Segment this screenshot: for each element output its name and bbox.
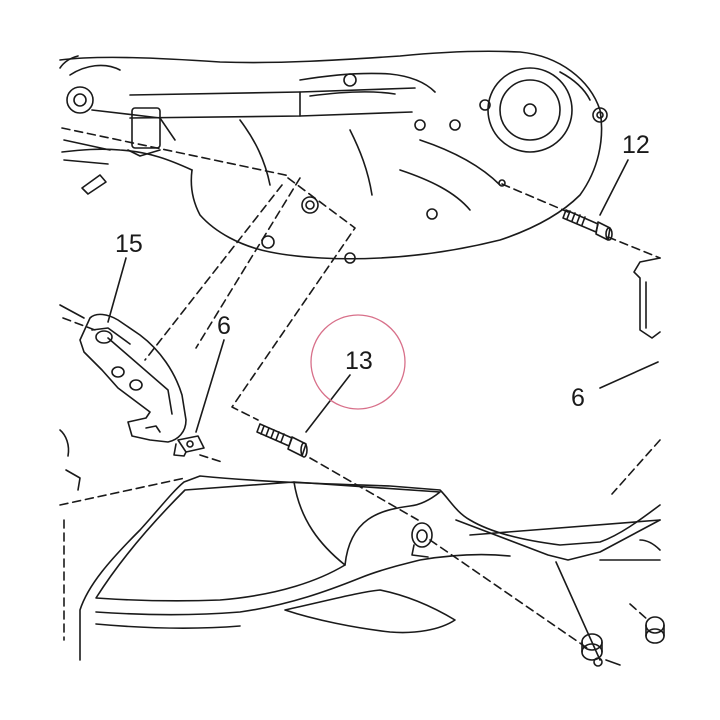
callout-part-6-right: 6 <box>571 384 585 412</box>
fairing-panel <box>79 475 661 661</box>
callout-part-15: 15 <box>115 230 143 258</box>
left-edge-partial-parts <box>59 429 81 491</box>
mount-bracket-right <box>633 257 661 339</box>
engine-block <box>59 50 608 264</box>
callout-part-6-left: 6 <box>217 312 231 340</box>
callout-part-13: 13 <box>345 347 373 375</box>
grommet-set-bottom <box>581 616 665 667</box>
callout-part-12: 12 <box>622 131 650 159</box>
bolt-part-12 <box>562 209 613 241</box>
bolt-part-13 <box>256 423 308 458</box>
clip-part-6-left <box>173 435 205 457</box>
callout-leaders <box>107 159 659 433</box>
assembly-leader-lines <box>59 127 661 651</box>
bracket-part-15 <box>59 304 187 443</box>
highlight-circle <box>310 314 406 410</box>
